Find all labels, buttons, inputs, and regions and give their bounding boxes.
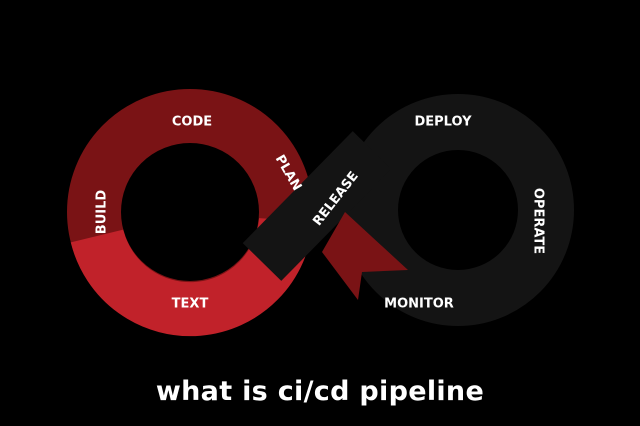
stage-deploy: DEPLOY [414,115,472,130]
monitor-arrow [322,212,408,300]
caption-title: what is ci/cd pipeline [155,376,485,407]
right-loop [342,94,574,326]
stage-build: BUILD [95,190,110,235]
stage-operate: OPERATE [531,188,546,254]
stage-code: CODE [172,115,212,130]
release-band [242,131,392,281]
stage-text: TEXT [172,297,209,312]
stage-monitor: MONITOR [384,297,454,312]
